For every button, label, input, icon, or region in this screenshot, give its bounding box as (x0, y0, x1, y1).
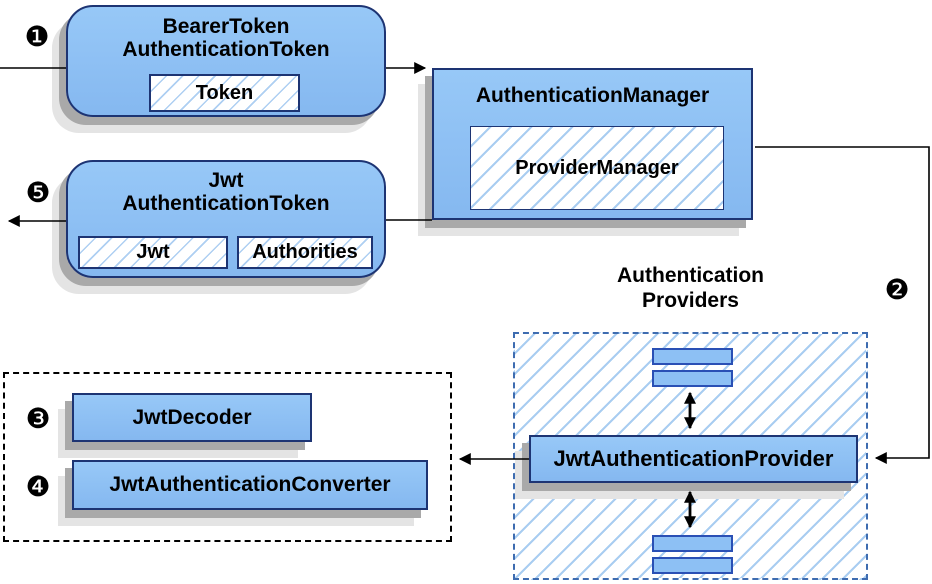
authentication-providers-title: Authentication Providers (513, 263, 868, 313)
jwt-decoder-node: JwtDecoder (72, 393, 312, 442)
jwt-authentication-provider-node: JwtAuthenticationProvider (529, 435, 858, 483)
step-5-badge: ❺ (25, 176, 51, 209)
title-line: Providers (642, 289, 739, 312)
node-title-line: AuthenticationToken (122, 192, 330, 215)
step-1-badge: ❶ (24, 20, 50, 53)
jwt-components-group (3, 372, 452, 542)
node-title-line: AuthenticationToken (122, 38, 330, 61)
provider-stub-bar (652, 348, 733, 365)
node-title-line: BearerToken (162, 15, 290, 38)
bearer-token-authentication-token-node: BearerToken AuthenticationToken Token (66, 5, 386, 117)
node-title-line: AuthenticationManager (475, 84, 710, 107)
provider-manager-field: ProviderManager (470, 126, 724, 210)
jwt-authentication-converter-node: JwtAuthenticationConverter (72, 460, 428, 510)
provider-stub-bar (652, 535, 733, 552)
jwt-authentication-token-node: Jwt AuthenticationToken Jwt Authorities (66, 160, 386, 278)
authorities-field: Authorities (237, 236, 373, 269)
step-2-badge: ❷ (884, 273, 910, 306)
step-4-badge: ❹ (25, 470, 51, 503)
title-line: Authentication (617, 264, 764, 287)
provider-stub-bar (652, 370, 733, 387)
node-title-line: Jwt (208, 169, 244, 192)
step-3-badge: ❸ (25, 402, 51, 435)
authentication-manager-node: AuthenticationManager ProviderManager (432, 68, 753, 220)
jwt-field: Jwt (78, 236, 228, 269)
token-field: Token (149, 74, 300, 112)
provider-stub-bar (652, 557, 733, 574)
